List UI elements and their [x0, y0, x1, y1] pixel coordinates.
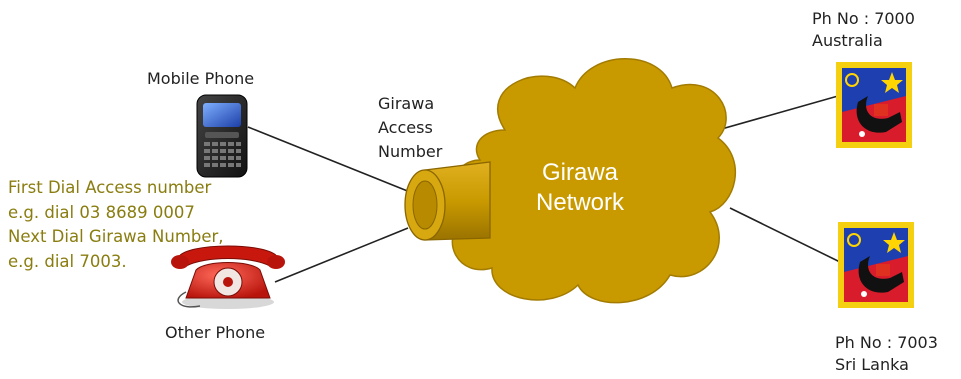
access-number-cylinder — [404, 161, 491, 241]
link-mobile — [247, 126, 411, 193]
srilanka-phone-number: Ph No : 7003 — [835, 333, 938, 352]
instruction-line-2: e.g. dial 03 8689 0007 — [8, 202, 195, 222]
rotary-phone-icon — [171, 245, 285, 309]
access-label-line2: Access — [378, 118, 433, 137]
mobile-phone-label: Mobile Phone — [147, 69, 255, 88]
other-phone-label: Other Phone — [165, 323, 266, 342]
australia-country: Australia — [812, 31, 883, 50]
access-label-line1: Girawa — [378, 94, 435, 113]
srilanka-phone-stamp-icon — [838, 222, 914, 308]
cloud-label-line2: Network — [535, 189, 625, 216]
srilanka-country: Sri Lanka — [835, 355, 909, 374]
instruction-line-4: e.g. dial 7003. — [8, 251, 127, 271]
australia-phone-stamp-icon — [836, 62, 912, 148]
access-number-label: Girawa Access Number — [378, 92, 442, 164]
mobile-phone-icon — [196, 94, 248, 178]
link-australia — [717, 95, 839, 131]
access-label-line3: Number — [378, 142, 443, 161]
dial-instructions: First Dial Access number e.g. dial 03 86… — [8, 176, 224, 274]
cloud-label-line1: Girawa — [541, 159, 619, 186]
australia-label: Ph No : 7000 Australia — [812, 8, 915, 52]
srilanka-label: Ph No : 7003 Sri Lanka — [835, 332, 938, 376]
australia-phone-number: Ph No : 7000 — [812, 9, 915, 28]
link-srilanka — [729, 207, 841, 263]
instruction-line-3: Next Dial Girawa Number, — [8, 227, 224, 246]
link-other-phone — [274, 227, 409, 283]
instruction-line-1: First Dial Access number — [8, 178, 212, 197]
cloud-label: Girawa Network — [510, 158, 650, 218]
